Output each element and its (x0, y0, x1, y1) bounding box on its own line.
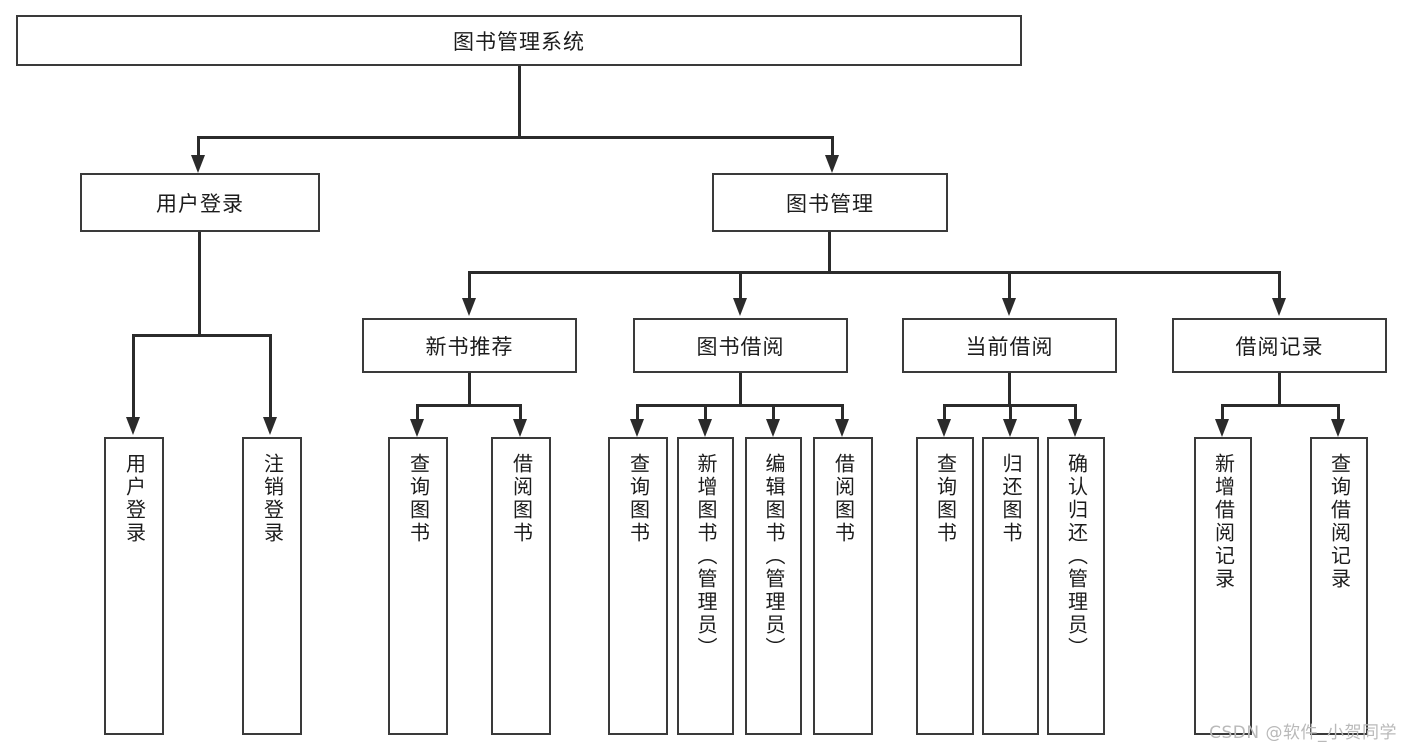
arrowhead-br-to-leaf2 (1331, 419, 1345, 437)
node-label: 新增图书（管理员） (694, 453, 718, 660)
node-label: 借阅图书 (509, 453, 534, 545)
arrowhead-bm-to-current-borrow (1002, 298, 1016, 316)
node-label: 查询图书 (933, 453, 958, 545)
node-book-management[interactable]: 图书管理 (712, 173, 948, 232)
arrowhead-cb-to-leaf3 (1068, 419, 1082, 437)
connector-bm-to-current-borrow (1008, 271, 1011, 300)
node-leaf-query-book-1[interactable]: 查询图书 (388, 437, 448, 735)
node-label: 查询图书 (626, 453, 651, 545)
node-label: 注销登录 (260, 453, 285, 545)
node-label: 用户登录 (122, 453, 147, 545)
arrowhead-root-to-user-login (191, 155, 205, 173)
node-leaf-add-book[interactable]: 新增图书（管理员） (677, 437, 734, 735)
connector-user-login-bar (132, 334, 272, 337)
connector-bm-to-borrow-record (1278, 271, 1281, 300)
connector-bm-to-new-book (468, 271, 471, 300)
connector-root-to-book-management (831, 136, 834, 158)
connector-new-book-to-leaf2 (519, 404, 522, 421)
connector-new-book-to-leaf1 (416, 404, 419, 421)
connector-borrow-record-bar (1221, 404, 1340, 407)
node-leaf-add-record[interactable]: 新增借阅记录 (1194, 437, 1252, 735)
connector-book-borrow-trunk (739, 373, 742, 407)
connector-root-bar (197, 136, 834, 139)
arrowhead-new-book-to-leaf1 (410, 419, 424, 437)
node-label: 编辑图书（管理员） (762, 453, 786, 660)
node-leaf-query-book-2[interactable]: 查询图书 (608, 437, 668, 735)
node-label: 新书推荐 (425, 334, 514, 359)
node-label: 借阅图书 (831, 453, 856, 545)
arrowhead-bb-to-leaf3 (766, 419, 780, 437)
connector-cb-to-leaf2 (1009, 404, 1012, 421)
connector-borrow-record-trunk (1278, 373, 1281, 407)
connector-bb-to-leaf4 (841, 404, 844, 421)
node-leaf-query-book-3[interactable]: 查询图书 (916, 437, 974, 735)
connector-bb-to-leaf1 (636, 404, 639, 421)
arrowhead-br-to-leaf1 (1215, 419, 1229, 437)
connector-new-book-trunk (468, 373, 471, 407)
node-label: 确认归还（管理员） (1064, 453, 1089, 660)
node-label: 图书借阅 (696, 334, 785, 359)
node-label: 用户登录 (156, 191, 244, 216)
node-label: 图书管理系统 (453, 29, 585, 54)
connector-root-to-user-login (197, 136, 200, 158)
connector-book-management-trunk (828, 232, 831, 274)
connector-user-login-trunk (198, 232, 201, 336)
node-leaf-borrow-book-2[interactable]: 借阅图书 (813, 437, 873, 735)
connector-book-borrow-bar (636, 404, 844, 407)
connector-cb-to-leaf3 (1074, 404, 1077, 421)
node-borrow-record[interactable]: 借阅记录 (1172, 318, 1387, 373)
arrowhead-user-login-to-leaf2 (263, 417, 277, 435)
node-label: 当前借阅 (965, 334, 1054, 359)
arrowhead-root-to-book-management (825, 155, 839, 173)
node-label: 新增借阅记录 (1211, 453, 1236, 591)
node-current-borrow[interactable]: 当前借阅 (902, 318, 1117, 373)
node-label: 查询借阅记录 (1327, 453, 1352, 591)
arrowhead-cb-to-leaf2 (1003, 419, 1017, 437)
connector-bb-to-leaf2 (704, 404, 707, 421)
arrowhead-user-login-to-leaf1 (126, 417, 140, 435)
arrowhead-bb-to-leaf4 (835, 419, 849, 437)
arrowhead-bm-to-new-book (462, 298, 476, 316)
node-root-system[interactable]: 图书管理系统 (16, 15, 1022, 66)
connector-br-to-leaf2 (1337, 404, 1340, 421)
arrowhead-new-book-to-leaf2 (513, 419, 527, 437)
node-user-login[interactable]: 用户登录 (80, 173, 320, 232)
connector-user-login-to-leaf1 (132, 334, 135, 419)
connector-new-book-bar (416, 404, 522, 407)
connector-br-to-leaf1 (1221, 404, 1224, 421)
node-label: 借阅记录 (1235, 334, 1324, 359)
node-leaf-user-logout[interactable]: 注销登录 (242, 437, 302, 735)
node-leaf-borrow-book-1[interactable]: 借阅图书 (491, 437, 551, 735)
connector-root-trunk (518, 66, 521, 138)
connector-user-login-to-leaf2 (269, 334, 272, 419)
node-label: 归还图书 (999, 453, 1023, 545)
connector-cb-to-leaf1 (943, 404, 946, 421)
arrowhead-bm-to-borrow-record (1272, 298, 1286, 316)
connector-current-borrow-trunk (1008, 373, 1011, 407)
node-label: 图书管理 (786, 191, 874, 216)
connector-book-management-bar (468, 271, 1281, 274)
arrowhead-cb-to-leaf1 (937, 419, 951, 437)
arrowhead-bm-to-book-borrow (733, 298, 747, 316)
node-leaf-confirm-return[interactable]: 确认归还（管理员） (1047, 437, 1105, 735)
node-leaf-user-login[interactable]: 用户登录 (104, 437, 164, 735)
arrowhead-bb-to-leaf2 (698, 419, 712, 437)
node-leaf-edit-book[interactable]: 编辑图书（管理员） (745, 437, 802, 735)
arrowhead-bb-to-leaf1 (630, 419, 644, 437)
node-label: 查询图书 (406, 453, 431, 545)
connector-bm-to-book-borrow (739, 271, 742, 300)
connector-bb-to-leaf3 (772, 404, 775, 421)
node-leaf-return-book[interactable]: 归还图书 (982, 437, 1039, 735)
node-leaf-query-record[interactable]: 查询借阅记录 (1310, 437, 1368, 735)
node-new-book-recommend[interactable]: 新书推荐 (362, 318, 577, 373)
watermark-text: CSDN @软件_小贺同学 (1209, 723, 1397, 743)
node-book-borrow[interactable]: 图书借阅 (633, 318, 848, 373)
